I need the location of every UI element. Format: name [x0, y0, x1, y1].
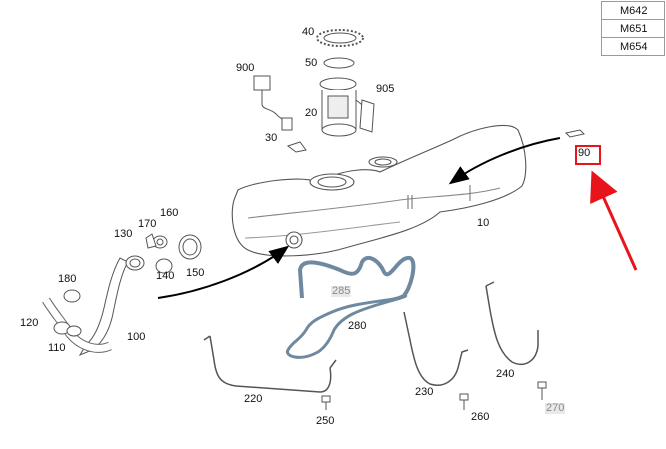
part-90-shape [564, 129, 586, 138]
fuel-pump-module [319, 77, 367, 137]
hose-285 [297, 255, 416, 299]
bolts [321, 381, 547, 410]
callout-230[interactable]: 230 [415, 386, 434, 398]
filler-neck [42, 255, 145, 357]
callout-130[interactable]: 130 [114, 228, 133, 240]
callout-10[interactable]: 10 [477, 217, 490, 229]
callout-285[interactable]: 285 [331, 285, 352, 297]
arrow-to-filler [157, 245, 290, 299]
callout-140[interactable]: 140 [156, 270, 175, 282]
callout-100[interactable]: 100 [127, 331, 146, 343]
filler-cap-parts [145, 233, 202, 274]
callout-180[interactable]: 180 [58, 273, 77, 285]
pipe-280 [285, 293, 408, 359]
callout-905[interactable]: 905 [376, 83, 395, 95]
callout-20[interactable]: 20 [305, 107, 318, 119]
variant-cell[interactable]: M642 [601, 1, 665, 20]
fuel-tank [231, 124, 527, 257]
callout-220[interactable]: 220 [244, 393, 263, 405]
level-sensor [253, 75, 293, 131]
clip-30 [286, 141, 307, 153]
arrow-to-tank [448, 137, 561, 185]
lock-ring [316, 29, 364, 47]
callout-110[interactable]: 110 [48, 342, 66, 354]
callout-900[interactable]: 900 [236, 62, 255, 74]
callout-280[interactable]: 280 [348, 320, 367, 332]
callout-240[interactable]: 240 [496, 368, 515, 380]
variant-cell[interactable]: M654 [601, 37, 665, 56]
callout-170[interactable]: 170 [138, 218, 157, 230]
callout-40[interactable]: 40 [302, 26, 315, 38]
callout-30[interactable]: 30 [265, 132, 278, 144]
engine-variant-table: M642 M651 M654 [601, 1, 665, 56]
callout-150[interactable]: 150 [186, 267, 205, 279]
callout-50[interactable]: 50 [305, 57, 318, 69]
callout-250[interactable]: 250 [316, 415, 335, 427]
callout-120[interactable]: 120 [20, 317, 39, 329]
callout-260[interactable]: 260 [471, 411, 490, 423]
highlight-box [575, 145, 601, 165]
seal-ring [323, 57, 355, 69]
variant-cell[interactable]: M651 [601, 19, 665, 38]
red-pointer-arrow [590, 170, 638, 271]
bracket-905 [359, 99, 375, 133]
callout-270[interactable]: 270 [545, 402, 566, 414]
callout-160[interactable]: 160 [160, 207, 179, 219]
callout-90[interactable]: 90 [578, 147, 591, 159]
tank-straps [203, 281, 539, 393]
